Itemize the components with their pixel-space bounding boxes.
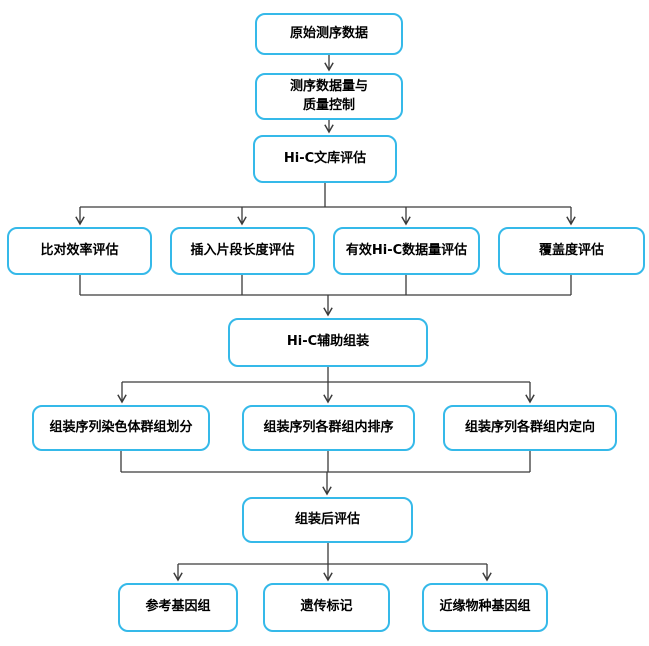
node-intra-group-orientation: 组装序列各群组内定向 — [443, 405, 617, 451]
node-intra-group-ordering: 组装序列各群组内排序 — [242, 405, 415, 451]
node-genetic-markers: 遗传标记 — [263, 583, 390, 632]
node-insert-length-eval: 插入片段长度评估 — [170, 227, 315, 275]
node-coverage-eval: 覆盖度评估 — [498, 227, 645, 275]
node-alignment-eff-eval: 比对效率评估 — [7, 227, 152, 275]
node-valid-hic-data-eval: 有效Hi-C数据量评估 — [333, 227, 480, 275]
node-post-assembly-eval: 组装后评估 — [242, 497, 413, 543]
node-sequencing-qc: 测序数据量与 质量控制 — [255, 73, 403, 120]
node-chromosome-group-partition: 组装序列染色体群组划分 — [32, 405, 210, 451]
node-raw-sequencing-data: 原始测序数据 — [255, 13, 403, 55]
node-related-species-genome: 近缘物种基因组 — [422, 583, 548, 632]
node-reference-genome: 参考基因组 — [118, 583, 238, 632]
node-hic-library-eval: Hi-C文库评估 — [253, 135, 397, 183]
node-hic-assisted-assembly: Hi-C辅助组装 — [228, 318, 428, 367]
